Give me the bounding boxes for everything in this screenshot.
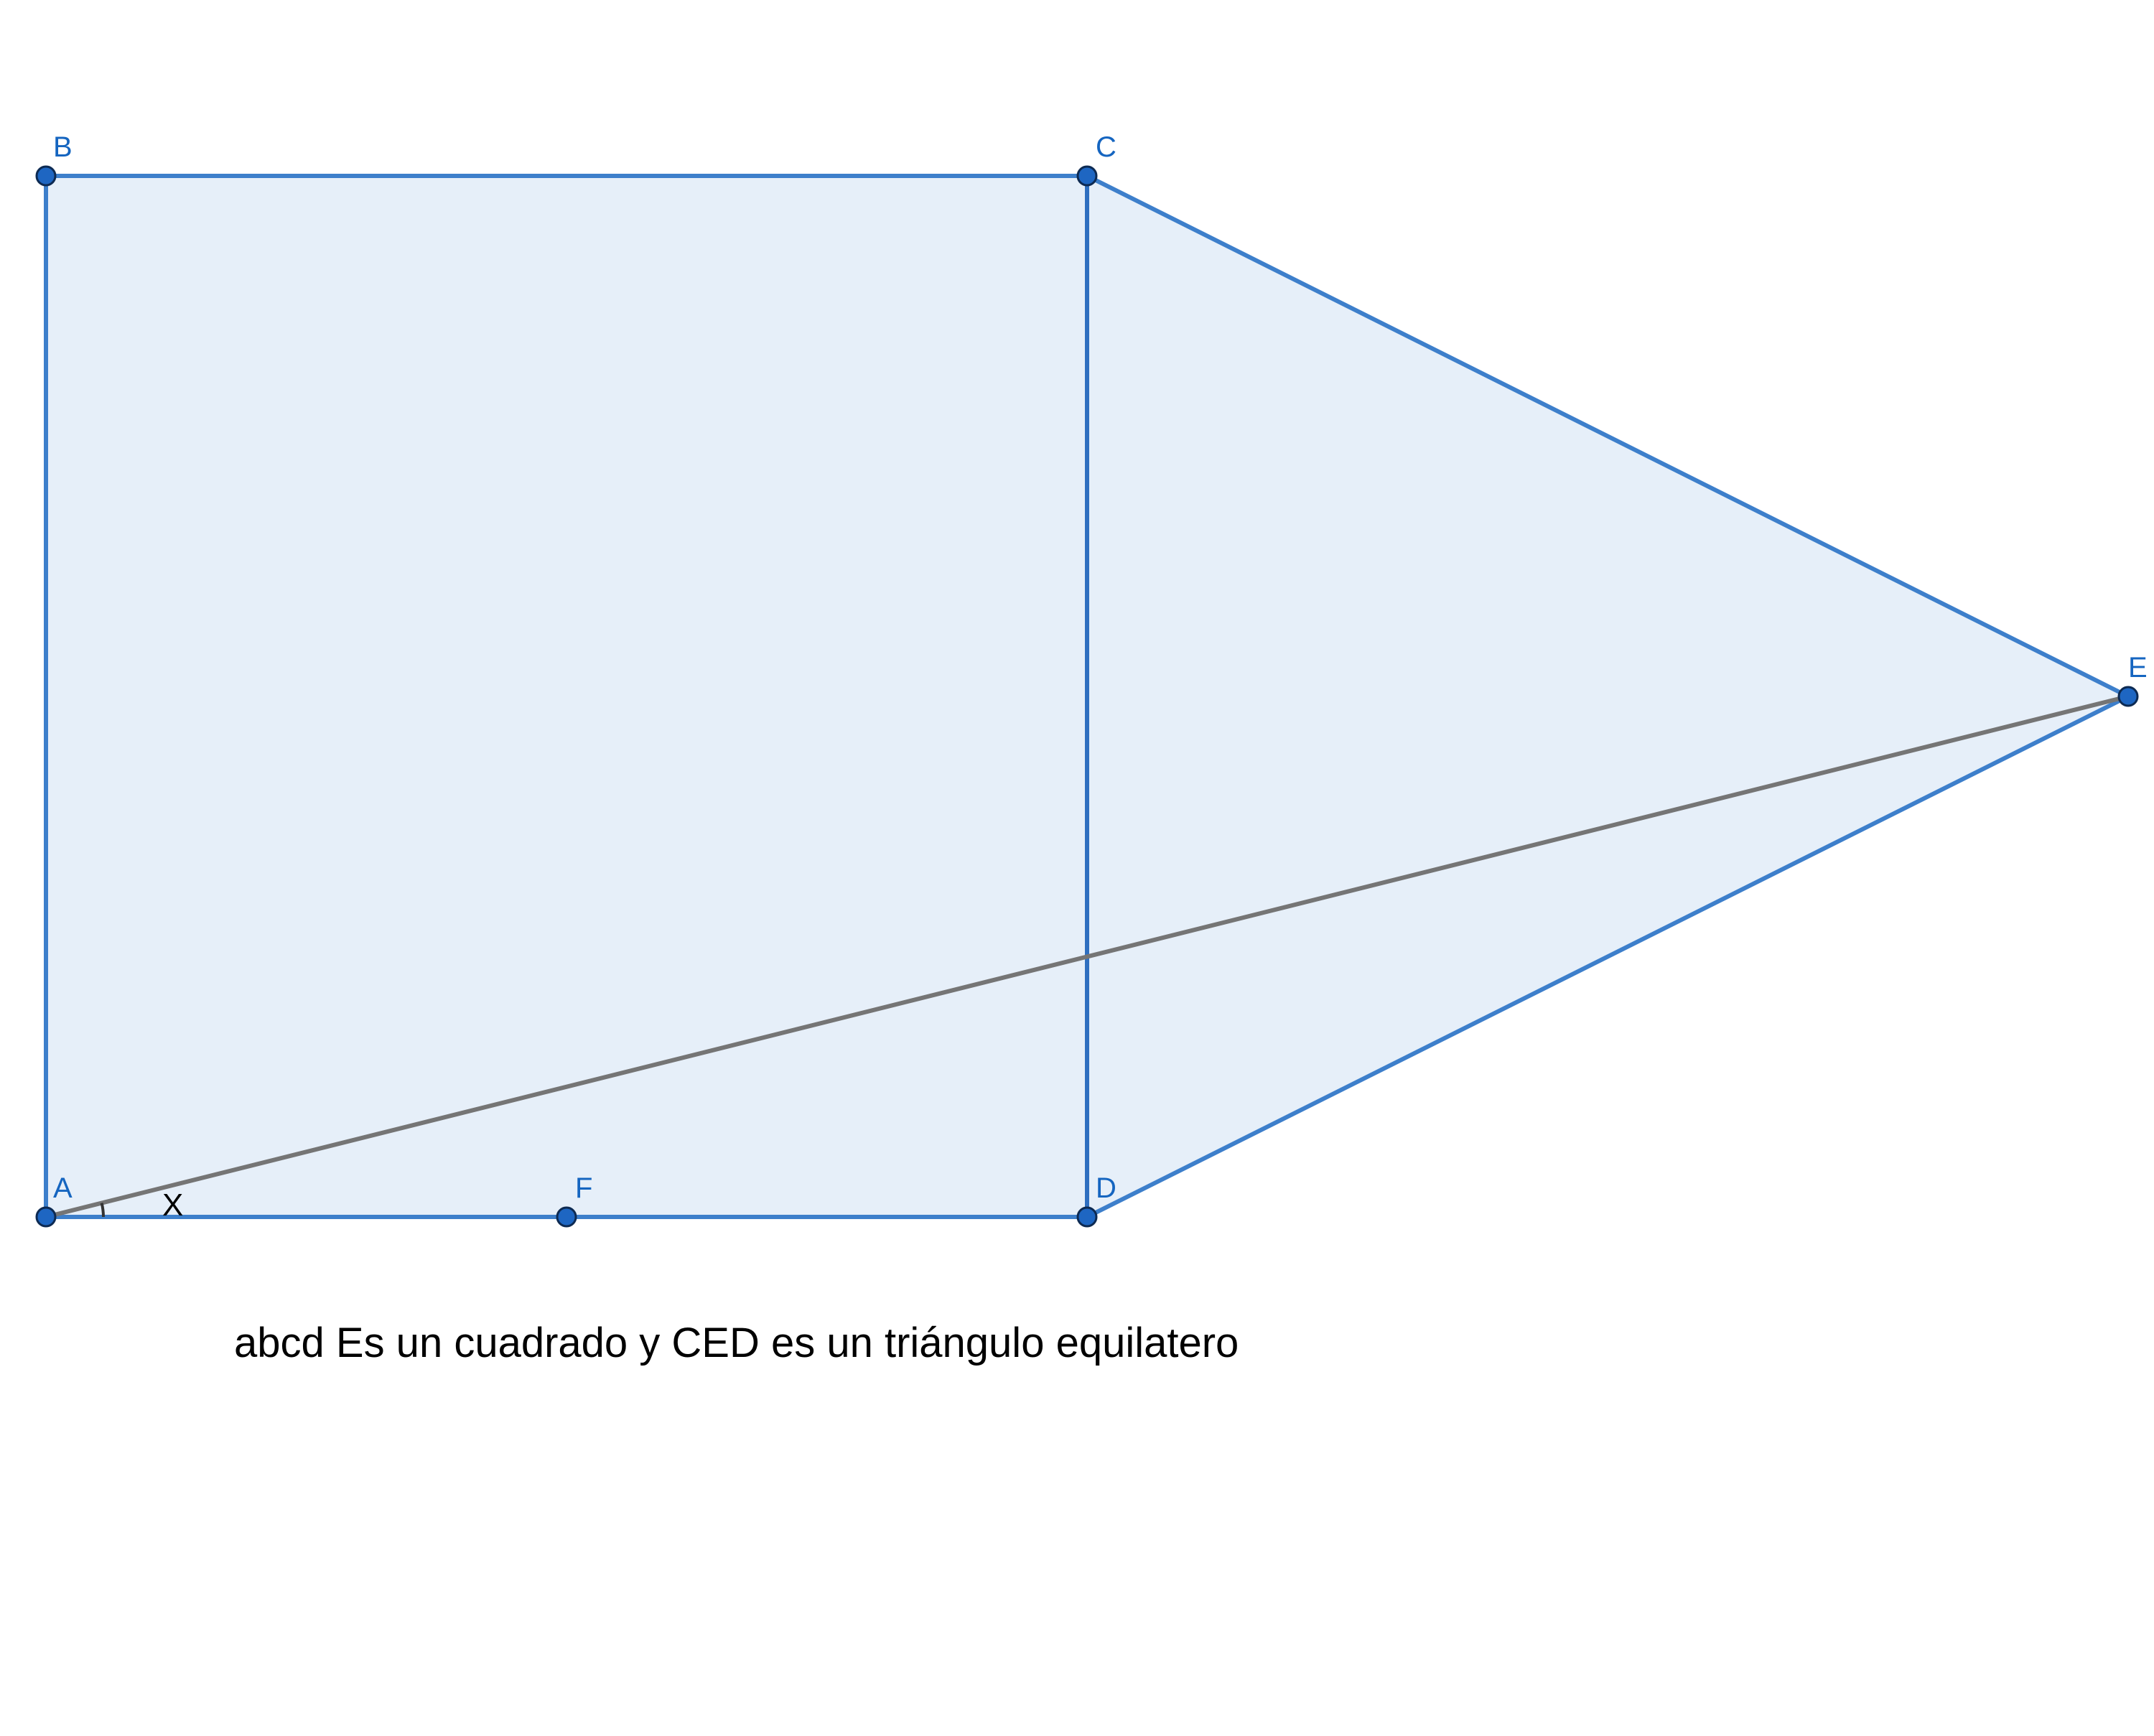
triangle-ced-fill	[1087, 176, 2128, 1217]
point-a-label: A	[53, 1172, 73, 1204]
caption-text: abcd Es un cuadrado y CED es un triángul…	[234, 1320, 1239, 1366]
point-c[interactable]	[1076, 165, 1098, 187]
point-b[interactable]	[35, 165, 57, 187]
segment-ae	[45, 694, 2129, 1219]
point-e-label: E	[2128, 652, 2148, 683]
point-b-label: B	[53, 131, 73, 163]
point-a[interactable]	[35, 1206, 57, 1228]
angle-x-label: X	[162, 1187, 183, 1223]
point-c-label: C	[1096, 131, 1116, 163]
point-d-label: D	[1096, 1172, 1116, 1204]
point-d[interactable]	[1076, 1206, 1098, 1228]
point-e[interactable]	[2117, 686, 2139, 707]
segment-de	[1086, 694, 2130, 1219]
square-abcd-fill	[46, 176, 1087, 1217]
point-f-label: F	[575, 1172, 592, 1204]
angle-x-arc	[100, 1203, 105, 1218]
point-f[interactable]	[556, 1206, 577, 1228]
segment-ce	[1086, 174, 2130, 699]
